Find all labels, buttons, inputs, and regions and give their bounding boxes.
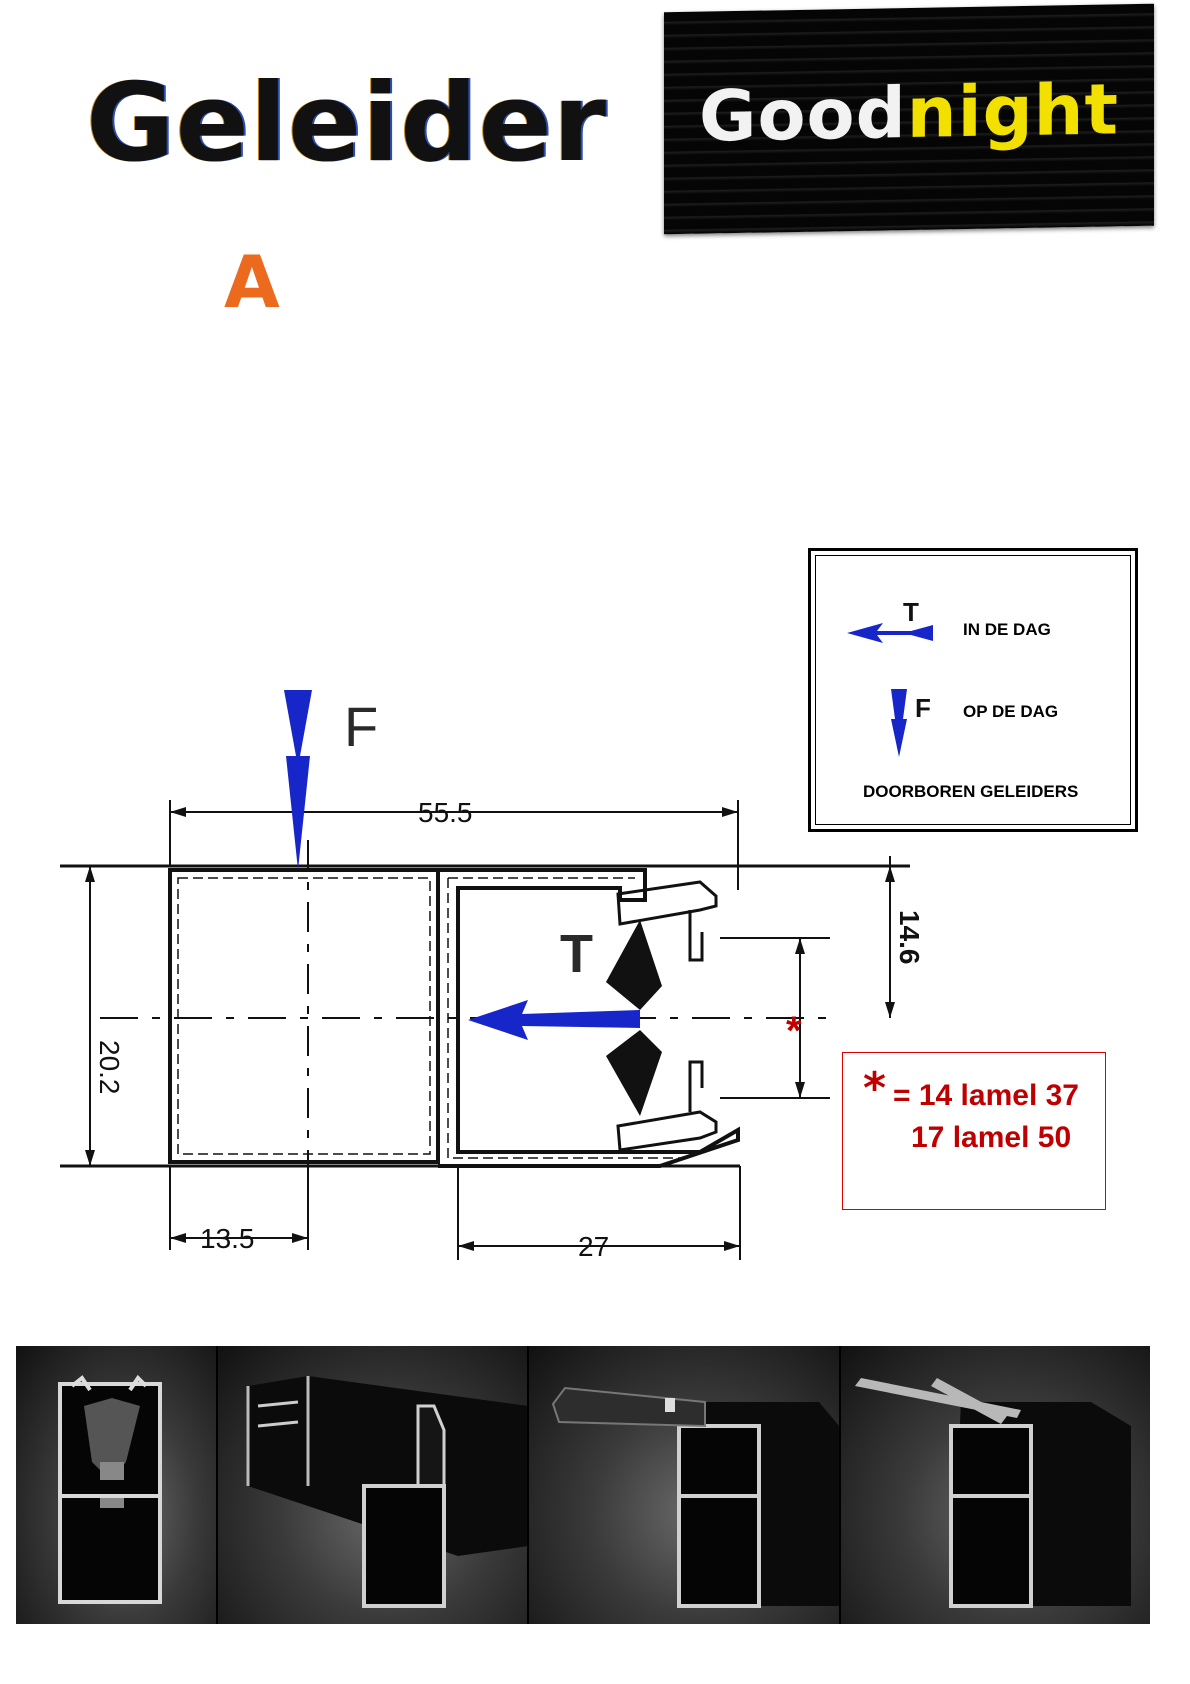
star-marker: * (786, 1009, 802, 1053)
photo-end-view (16, 1346, 216, 1624)
page-title: Geleider (86, 61, 607, 186)
dim-left-label: 13.5 (200, 1223, 255, 1254)
photo-perspective-3 (840, 1346, 1150, 1624)
legend-arrows: T F (847, 597, 933, 757)
brand-word-good: Good (699, 72, 907, 158)
brush-wedges (606, 920, 662, 1116)
force-f-label: F (344, 695, 378, 758)
perspective-profile-image-3 (854, 1378, 1131, 1608)
perspective-profile-image-1 (246, 1376, 528, 1608)
dimension-arrowheads (85, 807, 895, 1251)
brand-wordmark: Goodnight (664, 68, 1154, 157)
end-view-profile-image (58, 1374, 162, 1604)
variant-letter: A (224, 240, 280, 324)
note-line-2: 17 lamel 50 (911, 1121, 1072, 1154)
brand-logo: Goodnight (664, 3, 1154, 235)
channel-inner (447, 877, 690, 1159)
lamel-note-box: * = 14 lamel 37 17 lamel 50 (842, 1052, 1106, 1210)
force-f-arrow-icon (284, 690, 312, 870)
legend-f-symbol: F (915, 693, 931, 723)
force-t-arrow-icon (468, 1000, 640, 1040)
dim-channel-label: 27 (578, 1231, 609, 1262)
legend-f-arrow-icon (891, 689, 907, 757)
dim-height-label: 20.2 (94, 1040, 125, 1095)
perspective-profile-image-2 (551, 1386, 839, 1608)
profile-cross-section-drawing: F T 55.5 13.5 27 20.2 14.6 * (60, 690, 925, 1262)
bottom-hook (688, 1060, 704, 1112)
dim-right-label: 14.6 (894, 910, 925, 965)
legend-t-label: IN DE DAG (963, 620, 1051, 639)
left-chamber (168, 868, 440, 1164)
photo-perspective-1 (217, 1346, 528, 1624)
note-star: * (863, 1063, 887, 1114)
legend-t-symbol: T (903, 597, 919, 627)
brand-word-night: night (906, 68, 1119, 155)
channel-outline (438, 868, 740, 1168)
bottom-seal-lip (616, 1110, 718, 1152)
legend-t-arrow-icon (847, 623, 933, 643)
top-hook (688, 910, 704, 962)
legend-box: T F IN DE DAG OP DE DAG DOORBOREN GELEID… (808, 548, 1138, 832)
legend-f-label: OP DE DAG (963, 702, 1059, 721)
force-t-label: T (560, 924, 593, 984)
photo-perspective-2 (529, 1346, 839, 1624)
note-line-1: = 14 lamel 37 (893, 1079, 1079, 1112)
dim-width-label: 55.5 (418, 797, 473, 828)
top-seal-lip (616, 880, 718, 926)
photo-strip (16, 1346, 1150, 1624)
left-chamber-inner (177, 877, 431, 1155)
legend-note: DOORBOREN GELEIDERS (863, 782, 1079, 801)
